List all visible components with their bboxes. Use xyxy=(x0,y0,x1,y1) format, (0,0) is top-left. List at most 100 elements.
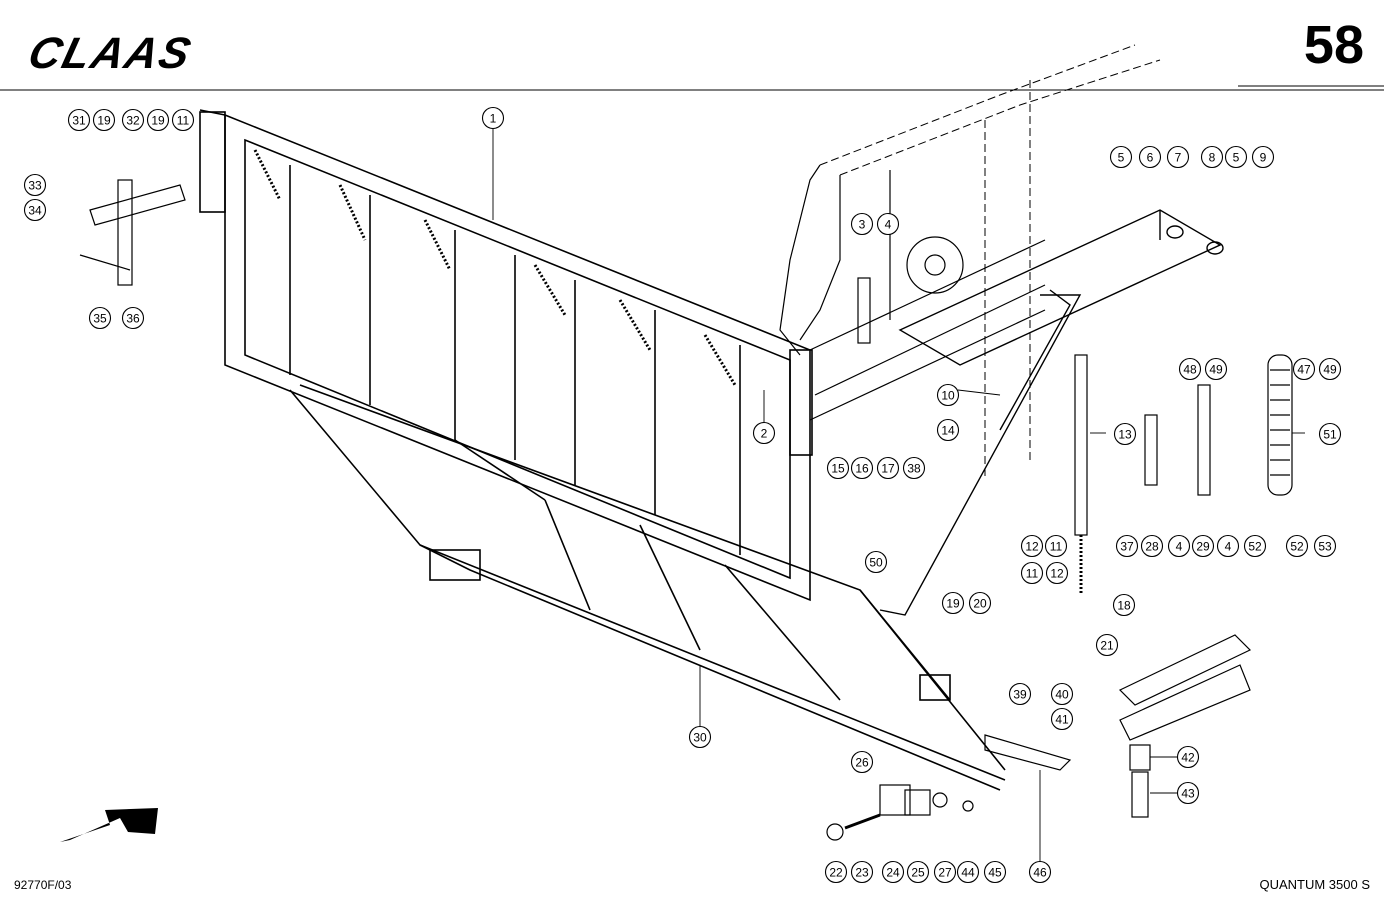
callout-11: 11 xyxy=(1020,561,1044,585)
rail-profile xyxy=(1118,634,1252,818)
callout-number: 22 xyxy=(829,866,843,880)
model-name: QUANTUM 3500 S xyxy=(1259,877,1370,892)
callout-circle xyxy=(121,108,145,132)
callout-circle xyxy=(1020,561,1044,585)
callout-52: 52 xyxy=(1243,534,1267,558)
callout-number: 21 xyxy=(1100,639,1114,653)
callout-5: 5 xyxy=(1224,145,1248,169)
callout-12: 12 xyxy=(1020,534,1044,558)
callout-number: 1 xyxy=(490,112,497,126)
callout-number: 34 xyxy=(28,204,42,218)
callout-circle xyxy=(1200,145,1224,169)
callout-circle xyxy=(876,212,900,236)
callout-number: 12 xyxy=(1025,540,1039,554)
callout-number: 31 xyxy=(72,114,86,128)
callout-number: 12 xyxy=(1050,567,1064,581)
callout-number: 15 xyxy=(831,462,845,476)
callout-circle xyxy=(1251,145,1275,169)
callout-5: 5 xyxy=(1109,145,1133,169)
callout-53: 53 xyxy=(1313,534,1337,558)
callout-25: 25 xyxy=(906,860,930,884)
callout-circle xyxy=(1112,593,1136,617)
callout-circle xyxy=(1204,357,1228,381)
callout-circle xyxy=(983,860,1007,884)
callout-number: 46 xyxy=(1033,866,1047,880)
callout-number: 9 xyxy=(1260,151,1267,165)
callout-circle xyxy=(1318,422,1342,446)
callout-number: 41 xyxy=(1055,713,1069,727)
callout-circle xyxy=(1109,145,1133,169)
callout-number: 7 xyxy=(1175,151,1182,165)
callout-2: 2 xyxy=(752,421,776,445)
callout-21: 21 xyxy=(1095,633,1119,657)
callout-number: 36 xyxy=(126,312,140,326)
callout-circle xyxy=(171,108,195,132)
callout-32: 32 xyxy=(121,108,145,132)
callout-3: 3 xyxy=(850,212,874,236)
side-arm-assembly xyxy=(879,209,1224,616)
callout-circle xyxy=(92,108,116,132)
lower-frame xyxy=(289,384,1006,791)
callout-number: 11 xyxy=(1026,567,1039,581)
callout-circle xyxy=(1318,357,1342,381)
callout-number: 3 xyxy=(859,218,866,232)
left-bracket xyxy=(79,179,186,286)
callout-31: 31 xyxy=(67,108,91,132)
callout-number: 4 xyxy=(1176,540,1183,554)
callout-circle xyxy=(1224,145,1248,169)
callout-1: 1 xyxy=(481,106,505,130)
callout-circle xyxy=(1113,422,1137,446)
callout-circle xyxy=(1176,781,1200,805)
callout-19: 19 xyxy=(941,591,965,615)
leader-lines xyxy=(492,126,1305,862)
callout-number: 4 xyxy=(1225,540,1232,554)
callout-circle xyxy=(1138,145,1162,169)
callout-7: 7 xyxy=(1166,145,1190,169)
callout-circle xyxy=(23,198,47,222)
callout-number: 32 xyxy=(126,114,140,128)
callout-circle xyxy=(824,860,848,884)
callout-circle xyxy=(146,108,170,132)
callout-circle xyxy=(1050,707,1074,731)
callout-circle xyxy=(1008,682,1032,706)
callout-48: 48 xyxy=(1178,357,1202,381)
callout-circle xyxy=(121,306,145,330)
callout-circle xyxy=(1191,534,1215,558)
callout-circle xyxy=(1044,534,1068,558)
callout-number: 47 xyxy=(1297,363,1311,377)
callout-circle xyxy=(968,591,992,615)
callout-circle xyxy=(1028,860,1052,884)
callout-circle xyxy=(956,860,980,884)
callout-circle xyxy=(906,860,930,884)
callout-number: 18 xyxy=(1117,599,1131,613)
callout-number: 53 xyxy=(1318,540,1332,554)
machine-side-panel xyxy=(779,164,1046,421)
callout-20: 20 xyxy=(968,591,992,615)
callout-11: 11 xyxy=(171,108,195,132)
callout-number: 5 xyxy=(1233,151,1240,165)
callout-number: 24 xyxy=(886,866,900,880)
callout-number: 23 xyxy=(855,866,869,880)
callout-number: 11 xyxy=(1050,540,1063,554)
callout-circle xyxy=(936,418,960,442)
callout-19: 19 xyxy=(92,108,116,132)
callout-14: 14 xyxy=(936,418,960,442)
callout-19: 19 xyxy=(146,108,170,132)
callout-number: 37 xyxy=(1120,540,1134,554)
callout-circle xyxy=(826,456,850,480)
callout-13: 13 xyxy=(1113,422,1137,446)
callout-circle xyxy=(850,212,874,236)
callout-number: 38 xyxy=(907,462,921,476)
callout-circle xyxy=(1313,534,1337,558)
brand-text: CLAAS xyxy=(24,30,198,76)
callout-number: 26 xyxy=(855,756,869,770)
callout-circle xyxy=(88,306,112,330)
callout-circle xyxy=(864,550,888,574)
callout-number: 28 xyxy=(1145,540,1159,554)
lower-small-parts xyxy=(826,734,1072,841)
callout-circle xyxy=(941,591,965,615)
callout-circle xyxy=(1140,534,1164,558)
callout-11: 11 xyxy=(1044,534,1068,558)
